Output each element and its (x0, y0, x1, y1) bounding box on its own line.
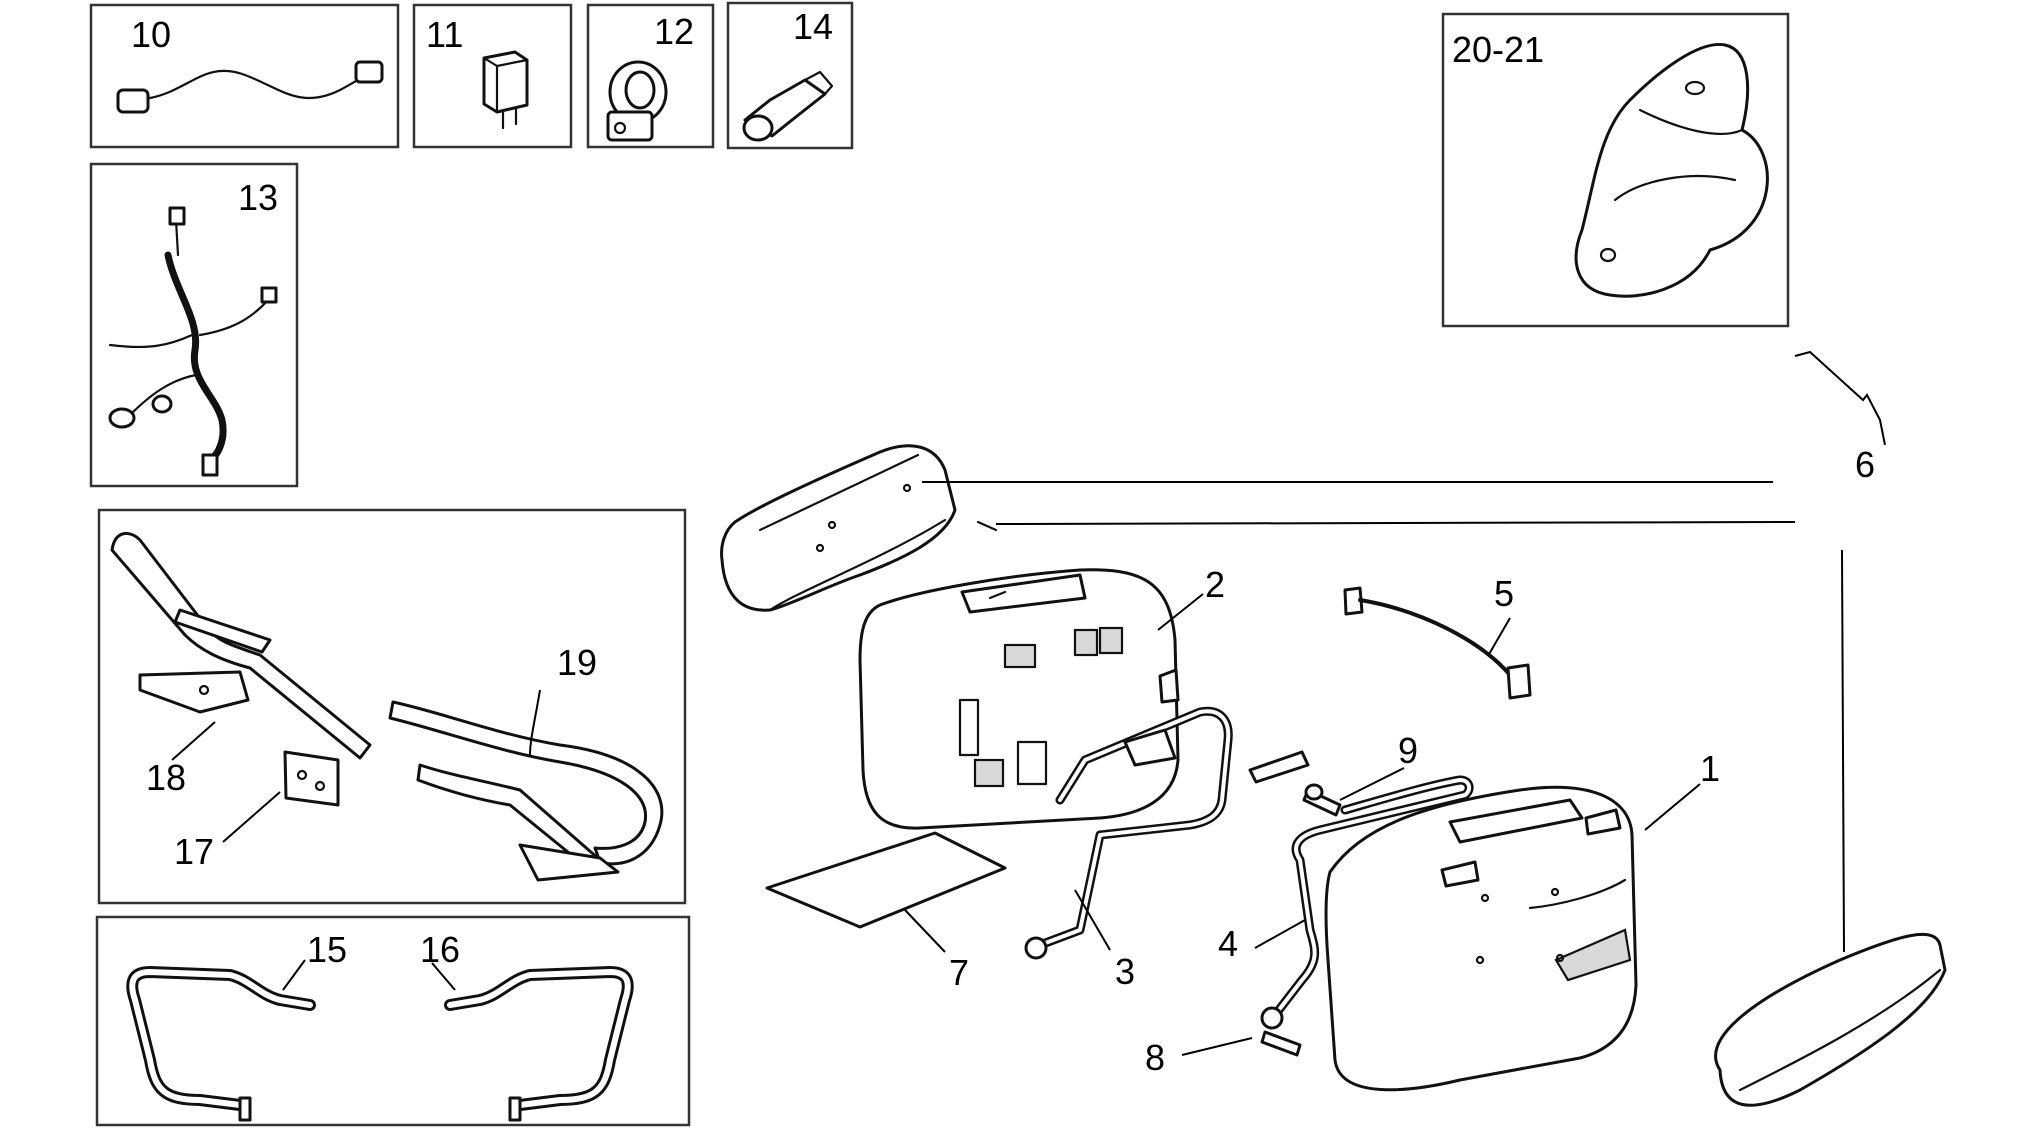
label-7: 7 (949, 952, 969, 993)
label-19: 19 (557, 642, 597, 683)
part-box-12: 12 (586, 3, 715, 149)
part-box-10: 10 (89, 3, 400, 149)
crash-bar-part-15 (126, 966, 316, 1122)
sticker-part-7 (765, 831, 1007, 929)
plug-part-14 (742, 70, 834, 142)
pannier-right-part-1 (1324, 785, 1638, 1092)
lid-cover-part-6-upper (720, 444, 998, 612)
part-box-20-21: 20-21 (1441, 12, 1790, 328)
relay-part-11 (482, 50, 529, 130)
wiring-harness-part-13 (108, 206, 278, 477)
bolt-part-9 (1302, 783, 1342, 817)
label-2: 2 (1205, 564, 1225, 605)
lid-cover-part-6-lower (1714, 932, 1947, 1107)
label-20-21: 20-21 (1452, 29, 1544, 70)
label-11: 11 (426, 14, 463, 55)
label-5: 5 (1494, 573, 1514, 614)
seat-part-20-21 (1574, 42, 1769, 298)
label-17: 17 (174, 831, 214, 872)
pannier-assembly: 1 2 3 4 5 6 7 8 9 (720, 350, 1947, 1107)
frame-left-part-3 (1024, 706, 1310, 960)
plate-part-17 (283, 750, 340, 807)
grab-handle-part-19 (388, 700, 664, 882)
label-6: 6 (1855, 444, 1875, 485)
label-4: 4 (1218, 923, 1238, 964)
label-16: 16 (420, 929, 460, 970)
part-box-17-18-19: 18 17 19 (97, 508, 687, 905)
label-3: 3 (1115, 951, 1135, 992)
strap-part-5 (1343, 586, 1532, 700)
pannier-left-part-2 (858, 568, 1180, 830)
crash-bar-part-16 (444, 966, 634, 1122)
label-10: 10 (131, 14, 171, 55)
grab-handle-part-18 (110, 531, 372, 760)
part-box-11: 11 (412, 3, 573, 149)
part-box-15-16: 15 16 (95, 915, 691, 1127)
label-1: 1 (1700, 748, 1720, 789)
label-9: 9 (1398, 730, 1418, 771)
label-18: 18 (146, 757, 186, 798)
cable-part-10 (116, 60, 384, 114)
screw-part-8 (1260, 1030, 1302, 1057)
label-12: 12 (654, 11, 694, 52)
label-8: 8 (1145, 1037, 1165, 1078)
label-15: 15 (307, 929, 347, 970)
label-13: 13 (238, 177, 278, 218)
part-box-13: 13 (89, 162, 299, 488)
frame-right-part-4 (1260, 775, 1474, 1030)
clamp-part-12 (606, 60, 668, 142)
label-14: 14 (793, 6, 833, 47)
part-box-14: 14 (726, 1, 854, 150)
